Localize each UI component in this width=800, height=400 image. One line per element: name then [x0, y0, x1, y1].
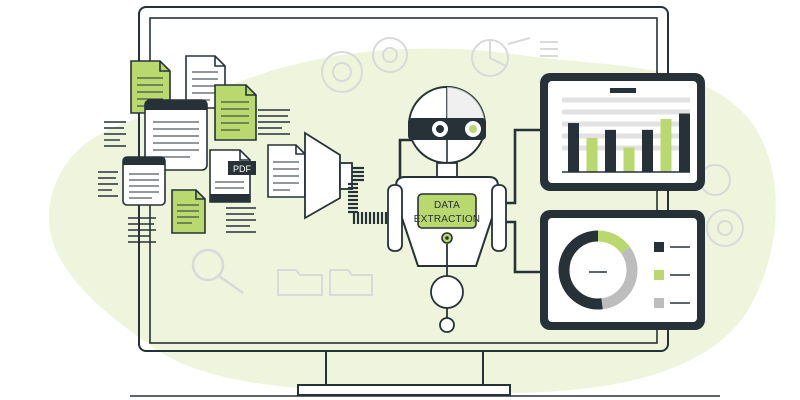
- browser-window: [144, 99, 208, 171]
- gear-icon: [321, 37, 744, 247]
- funnel: [304, 131, 353, 220]
- robot-label-panel: [417, 193, 477, 229]
- legend-swatch: [654, 242, 664, 252]
- pie-chart-icon: [471, 37, 558, 77]
- folder-icon: [277, 269, 373, 296]
- bar: [586, 138, 598, 172]
- text-lines-decoration: [98, 109, 290, 243]
- robot-wheel: [430, 275, 464, 309]
- robot-arm-right: [491, 184, 507, 252]
- robot: DATA EXTRACTION: [387, 86, 507, 333]
- document-green: [171, 189, 206, 234]
- monitor-base: [297, 384, 511, 396]
- browser-window: [122, 156, 166, 206]
- monitor-stand: [325, 351, 484, 386]
- donut-legend: [654, 242, 690, 308]
- legend-swatch: [654, 270, 664, 280]
- legend-swatch: [654, 298, 664, 308]
- bar: [660, 118, 672, 172]
- donut-chart-panel: [540, 210, 705, 330]
- robot-label-line2: EXTRACTION: [414, 214, 480, 225]
- document-stack: PDF: [122, 55, 306, 234]
- pdf-document: PDF: [209, 149, 256, 203]
- robot-arm-left: [387, 184, 403, 252]
- bar-chart-panel: [540, 73, 705, 191]
- donut-segment: [558, 230, 638, 310]
- bar: [642, 129, 653, 172]
- bar: [568, 123, 579, 172]
- robot-neck: [436, 162, 458, 178]
- bar: [623, 147, 635, 172]
- robot-label-line1: DATA: [434, 200, 460, 211]
- bar-chart-bars: [568, 113, 690, 172]
- bar: [605, 129, 616, 172]
- donut-chart: [558, 230, 638, 310]
- document-white: [267, 144, 306, 198]
- bar-chart-header: [610, 88, 636, 93]
- donut-segment: [558, 230, 638, 310]
- bar: [679, 113, 690, 172]
- magnifier-icon: [191, 248, 244, 295]
- document-green: [214, 84, 257, 141]
- pdf-label: PDF: [233, 164, 252, 174]
- robot-base-node: [439, 317, 455, 333]
